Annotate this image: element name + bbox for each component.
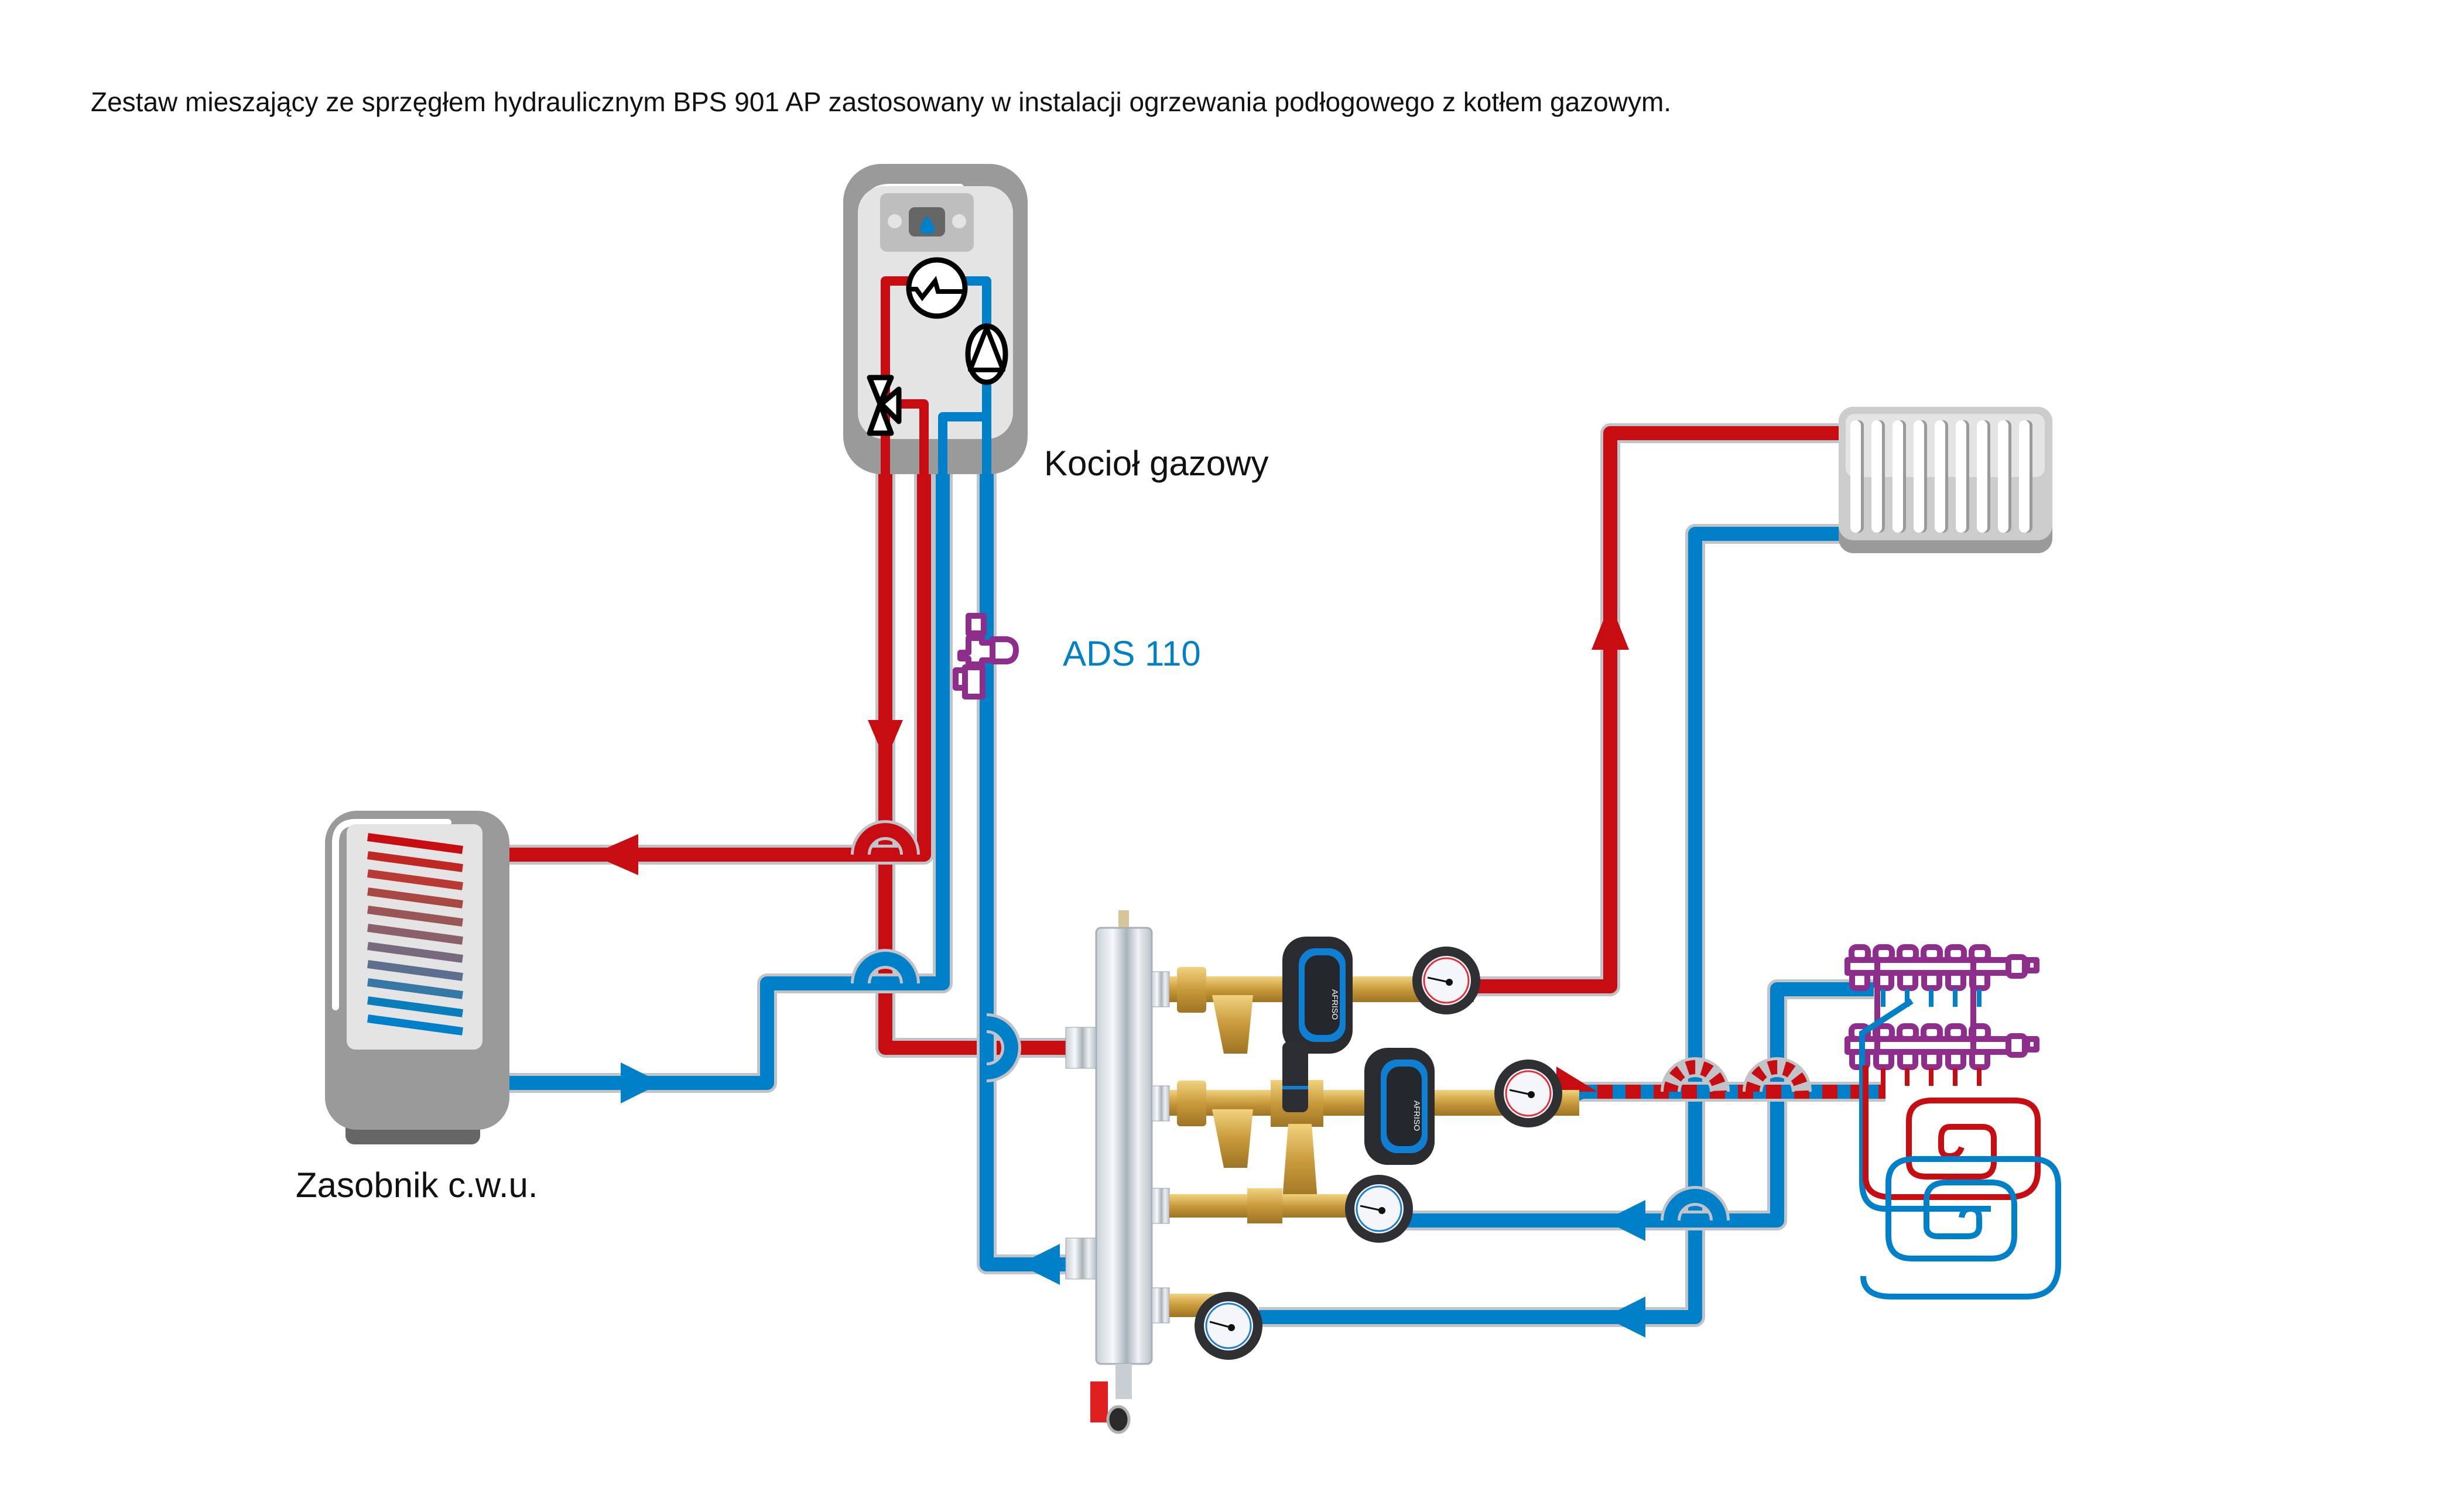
flow-arrows: [591, 603, 1645, 1338]
radiator-fin: [1850, 420, 1861, 533]
pump-afriso: AFRISO: [1282, 937, 1353, 1054]
radiator-supply-pipe: [1476, 423, 1844, 996]
radiator-fin: [1914, 420, 1924, 533]
coil-turn: [367, 851, 463, 872]
page-title: Zestaw mieszający ze sprzęgłem hydraulic…: [91, 87, 1671, 117]
manifold-outlet: [1945, 970, 1966, 991]
arrow-right-icon: [1556, 1067, 1597, 1092]
floor-pump-group: AFRISO: [1169, 1042, 1579, 1200]
thermometer-gauge: [1195, 1292, 1262, 1360]
coil-turn: [367, 869, 463, 890]
arrow-left-icon: [1019, 1244, 1060, 1285]
radiator-fins: [1850, 420, 2032, 533]
boiler-label: Kocioł gazowy: [1044, 444, 1269, 483]
floor-manifold: [1844, 944, 2039, 1086]
dhw-storage-tank: [325, 811, 509, 1144]
heating-coil: [367, 833, 463, 1036]
flame-icon: [920, 215, 935, 234]
manifold-valve-top: [1921, 1023, 1943, 1042]
radiator-fin: [1935, 420, 1945, 533]
arrow-up-icon: [1592, 603, 1629, 650]
radiator-fin: [1871, 420, 1882, 533]
tank-label: Zasobnik c.w.u.: [296, 1165, 538, 1205]
crossover-hump: [986, 1013, 1021, 1082]
coil-turn: [367, 960, 463, 981]
thermometer-gauge: [1494, 1060, 1562, 1127]
manifold-valve-top: [1945, 944, 1967, 963]
manifold-outlet: [1969, 1049, 1990, 1070]
coil-turn: [367, 942, 463, 963]
thermometer-gauge: [1345, 1175, 1413, 1243]
radiator-fin: [1998, 420, 2008, 533]
crossover-hump: [851, 820, 920, 855]
crossover-hump: [851, 949, 920, 984]
manifold-valve-top: [1897, 1023, 1919, 1042]
manifold-valve-top: [1969, 944, 1991, 963]
manifold-outlet: [1945, 1049, 1966, 1070]
three-way-valve-icon: [867, 375, 902, 436]
manifold-outlet: [1849, 970, 1870, 991]
manifold-outlet: [1897, 970, 1918, 991]
hydraulic-separator-bps901: [1065, 910, 1170, 1434]
manifold-valve-top: [1897, 944, 1919, 963]
manifold-valve-top: [1921, 944, 1943, 963]
manifold-valve-top: [1849, 944, 1871, 963]
radiator-fin: [1977, 420, 1987, 533]
manifold-outlet: [1897, 1049, 1918, 1070]
floor-return-group: [1169, 1175, 1413, 1243]
manifold-end-cap: [2006, 954, 2028, 979]
arrow-left-icon: [1604, 1297, 1645, 1338]
pipe-network: [480, 293, 1885, 1327]
manifold-vent: [2024, 957, 2039, 973]
arrow-left-icon: [591, 834, 638, 875]
coil-turn: [367, 906, 463, 927]
arrow-down-icon: [868, 720, 903, 761]
pump-brand: AFRISO: [1330, 989, 1340, 1020]
crossover-hump: [1661, 1057, 1730, 1092]
manifold-valve-top: [1945, 1023, 1967, 1042]
pump-brand: AFRISO: [1412, 1100, 1422, 1131]
coil-turn: [367, 996, 463, 1017]
radiator-return-pipe: [1259, 524, 1844, 1327]
coil-turn: [367, 978, 463, 999]
manifold-outlet: [1921, 970, 1942, 991]
thermometer-gauge: [1412, 947, 1480, 1014]
arrow-right-icon: [621, 1062, 662, 1103]
manifold-vent: [2024, 1036, 2039, 1052]
radiator-fin: [1893, 420, 1903, 533]
dhw-return-pipe: [480, 416, 953, 1093]
crossover-hump: [1743, 1057, 1812, 1092]
radiator-pump-group: AFRISO: [1169, 937, 1480, 1054]
crossover-hump: [1661, 1186, 1730, 1221]
manifold-outlet: [1873, 1049, 1894, 1070]
floor-return-pipe: [1405, 979, 1874, 1230]
radiator: [1839, 407, 2052, 553]
radiator-fin: [1956, 420, 1966, 533]
manifold-outlet: [1921, 1049, 1942, 1070]
pump-afriso: AFRISO: [1364, 1048, 1435, 1165]
floor-heating-loop: [1859, 998, 2061, 1300]
ads110-label: ADS 110: [1063, 634, 1201, 673]
manifold-end-cap: [2006, 1033, 2028, 1058]
radiator-fin: [2019, 420, 2030, 533]
manifold-valve-top: [1873, 944, 1895, 963]
coil-turn: [367, 924, 463, 945]
arrow-left-icon: [1604, 1200, 1645, 1241]
coil-turn: [367, 887, 463, 908]
dhw-supply-pipe: [480, 410, 934, 865]
gas-boiler: [843, 164, 1028, 474]
coil-turn: [367, 833, 463, 854]
coil-turn: [367, 1014, 463, 1036]
radiator-return-group: [1169, 1292, 1262, 1360]
air-separator-ads110: [953, 613, 1019, 700]
